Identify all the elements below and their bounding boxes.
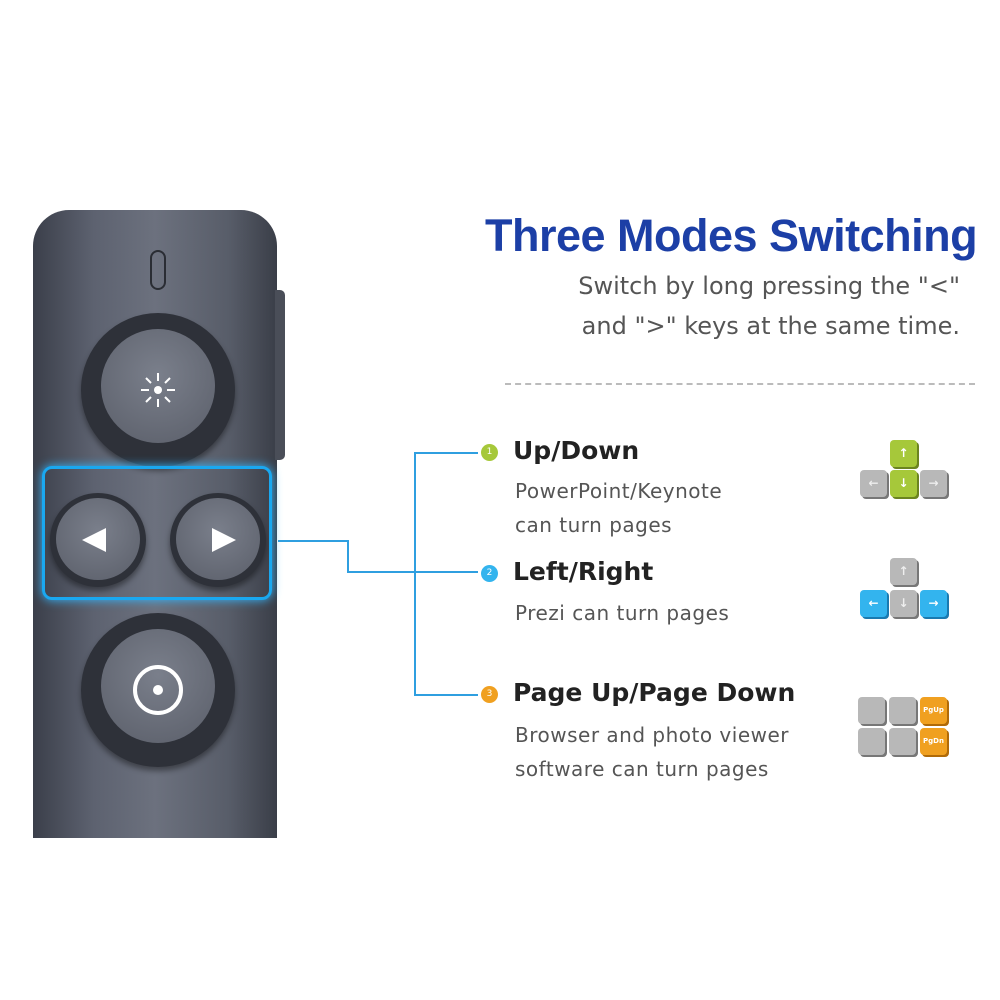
connector-line xyxy=(347,571,416,573)
left-right-keys-graphic: ↑ ← ↓ → xyxy=(860,558,955,620)
mode-1-title: Up/Down xyxy=(513,436,640,465)
mode-3-title: Page Up/Page Down xyxy=(513,678,796,707)
subtitle-line-1: Switch by long pressing the "<" xyxy=(578,272,960,300)
mode-2-desc-1: Prezi can turn pages xyxy=(515,601,730,625)
right-arrow-key-icon: → xyxy=(920,470,947,497)
up-arrow-key-icon: ↑ xyxy=(890,558,917,585)
connector-line xyxy=(414,452,478,454)
down-arrow-key-icon: ↓ xyxy=(890,590,917,617)
page-title: Three Modes Switching xyxy=(485,210,978,261)
page-up-key-icon: PgUp xyxy=(920,697,947,724)
down-arrow-key-icon: ↓ xyxy=(890,470,917,497)
divider xyxy=(505,383,975,385)
mode-3-bullet: 3 xyxy=(481,686,498,703)
mode-1-desc-1: PowerPoint/Keynote xyxy=(515,479,723,503)
blank-key-icon xyxy=(858,728,885,755)
blank-key-icon xyxy=(858,697,885,724)
left-arrow-key-icon: ← xyxy=(860,590,887,617)
next-button[interactable] xyxy=(170,493,266,587)
connector-line xyxy=(414,571,478,573)
previous-button[interactable] xyxy=(50,493,146,587)
blank-key-icon xyxy=(889,697,916,724)
right-arrow-key-icon: → xyxy=(920,590,947,617)
right-triangle-icon xyxy=(212,528,236,552)
connector-line xyxy=(414,452,416,696)
connector-line xyxy=(347,540,349,573)
subtitle-line-2: and ">" keys at the same time. xyxy=(581,312,960,340)
left-triangle-icon xyxy=(82,528,106,552)
side-switch xyxy=(275,290,285,460)
mode-3-desc-2: software can turn pages xyxy=(515,757,769,781)
page-keys-graphic: PgUp PgDn xyxy=(858,697,953,759)
arrow-keys-highlight xyxy=(42,466,272,600)
page-down-key-icon: PgDn xyxy=(920,728,947,755)
mode-2-bullet: 2 xyxy=(481,565,498,582)
mode-1-bullet: 1 xyxy=(481,444,498,461)
target-icon xyxy=(133,665,183,715)
up-down-keys-graphic: ↑ ← ↓ → xyxy=(860,440,955,502)
connector-line xyxy=(414,694,478,696)
connector-line xyxy=(278,540,348,542)
hyperlink-button[interactable] xyxy=(81,613,235,767)
mode-2-title: Left/Right xyxy=(513,557,654,586)
blank-key-icon xyxy=(889,728,916,755)
mode-3-desc-1: Browser and photo viewer xyxy=(515,723,790,747)
up-arrow-key-icon: ↑ xyxy=(890,440,917,467)
left-arrow-key-icon: ← xyxy=(860,470,887,497)
laser-button[interactable] xyxy=(81,313,235,467)
laser-icon xyxy=(141,373,175,407)
mode-1-desc-2: can turn pages xyxy=(515,513,673,537)
indicator-light xyxy=(150,250,166,290)
